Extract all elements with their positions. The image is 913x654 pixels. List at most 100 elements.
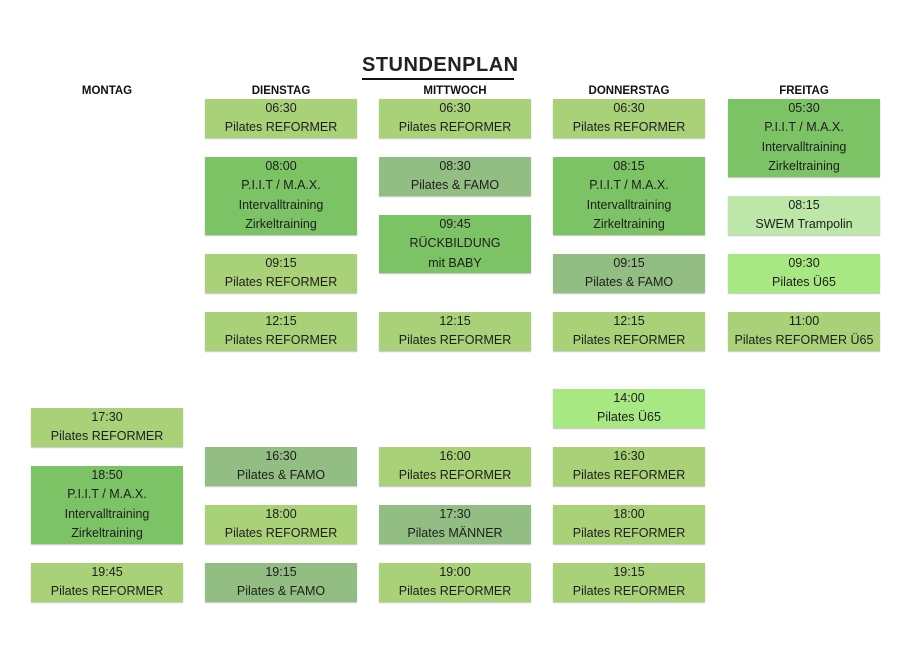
class-time: 08:15 <box>788 198 820 212</box>
class-name-line: Pilates REFORMER <box>224 120 338 135</box>
class-name-line: Pilates REFORMER <box>398 120 512 135</box>
class-time: 08:15 <box>613 158 645 173</box>
class-name-line: Intervalltraining <box>761 139 847 154</box>
class-name-line: Pilates REFORMER <box>572 584 686 599</box>
class-time: 09:15 <box>265 256 297 270</box>
class-name-line: Pilates & FAMO <box>584 275 674 290</box>
class-time: 19:45 <box>91 565 123 579</box>
class-time: 09:30 <box>788 256 820 270</box>
class-time: 17:30 <box>91 410 123 424</box>
class-name-line: P.I.I.T / M.A.X. <box>589 178 669 193</box>
class-name-line: Zirkeltraining <box>593 217 665 232</box>
class-time: 18:00 <box>265 507 297 521</box>
class-time: 05:30 <box>788 100 820 115</box>
class-time: 09:15 <box>613 256 645 270</box>
class-name-line: mit BABY <box>428 255 482 270</box>
class-name-line: Pilates REFORMER <box>398 468 512 483</box>
class-time: 16:30 <box>613 449 645 463</box>
class-time: 08:00 <box>265 158 297 173</box>
class-time: 14:00 <box>613 391 645 405</box>
class-name-line: P.I.I.T / M.A.X. <box>764 120 844 135</box>
class-name-line: P.I.I.T / M.A.X. <box>241 178 321 193</box>
class-name-line: Pilates & FAMO <box>236 584 326 599</box>
class-name-line: RÜCKBILDUNG <box>409 236 501 251</box>
class-time: 09:45 <box>439 216 471 231</box>
class-name-line: Zirkeltraining <box>245 217 317 232</box>
day-header-montag: MONTAG <box>81 85 133 97</box>
class-name-line: Pilates REFORMER Ü65 <box>734 333 874 348</box>
class-time: 19:15 <box>265 565 297 579</box>
class-name-line: Pilates & FAMO <box>236 468 326 483</box>
class-name-line: Intervalltraining <box>64 506 150 521</box>
class-name-line: Pilates REFORMER <box>224 275 338 290</box>
class-name-line: Pilates REFORMER <box>50 429 164 444</box>
class-name-line: Pilates REFORMER <box>572 468 686 483</box>
class-time: 12:15 <box>439 314 471 328</box>
class-time: 06:30 <box>439 101 471 115</box>
class-time: 18:50 <box>91 467 123 482</box>
class-time: 17:30 <box>439 507 471 521</box>
class-time: 16:00 <box>439 449 471 463</box>
class-time: 19:15 <box>613 565 645 579</box>
class-time: 11:00 <box>788 314 820 328</box>
class-name-line: Pilates Ü65 <box>772 275 836 290</box>
class-name-line: Pilates REFORMER <box>572 526 686 541</box>
class-time: 18:00 <box>613 507 645 521</box>
class-name-line: Pilates REFORMER <box>224 333 338 348</box>
class-time: 12:15 <box>265 314 297 328</box>
class-name-line: P.I.I.T / M.A.X. <box>67 487 147 502</box>
class-name-line: Pilates REFORMER <box>398 584 512 599</box>
class-name-line: Intervalltraining <box>238 197 324 212</box>
day-header-donnerstag: DONNERSTAG <box>588 85 670 97</box>
class-time: 16:30 <box>265 449 297 463</box>
class-time: 06:30 <box>613 101 645 115</box>
class-name-line: Pilates REFORMER <box>224 526 338 541</box>
class-time: 19:00 <box>439 565 471 579</box>
class-time: 08:30 <box>439 159 471 173</box>
class-name-line: Intervalltraining <box>586 197 672 212</box>
class-time: 12:15 <box>613 314 645 328</box>
class-name-line: Pilates REFORMER <box>572 120 686 135</box>
class-name-line: Zirkeltraining <box>768 159 840 174</box>
class-time: 06:30 <box>265 101 297 115</box>
schedule-title: STUNDENPLAN <box>362 54 518 80</box>
day-header-freitag: FREITAG <box>779 85 829 97</box>
class-name-line: Pilates REFORMER <box>50 584 164 599</box>
class-name-line: Pilates REFORMER <box>398 333 512 348</box>
class-name-line: Pilates REFORMER <box>572 333 686 348</box>
class-name-line: SWEM Trampolin <box>755 217 853 232</box>
class-name-line: Pilates Ü65 <box>597 410 661 425</box>
class-name-line: Zirkeltraining <box>71 526 143 541</box>
day-header-mittwoch: MITTWOCH <box>423 85 487 97</box>
class-name-line: Pilates MÄNNER <box>407 526 503 541</box>
class-name-line: Pilates & FAMO <box>410 178 500 193</box>
